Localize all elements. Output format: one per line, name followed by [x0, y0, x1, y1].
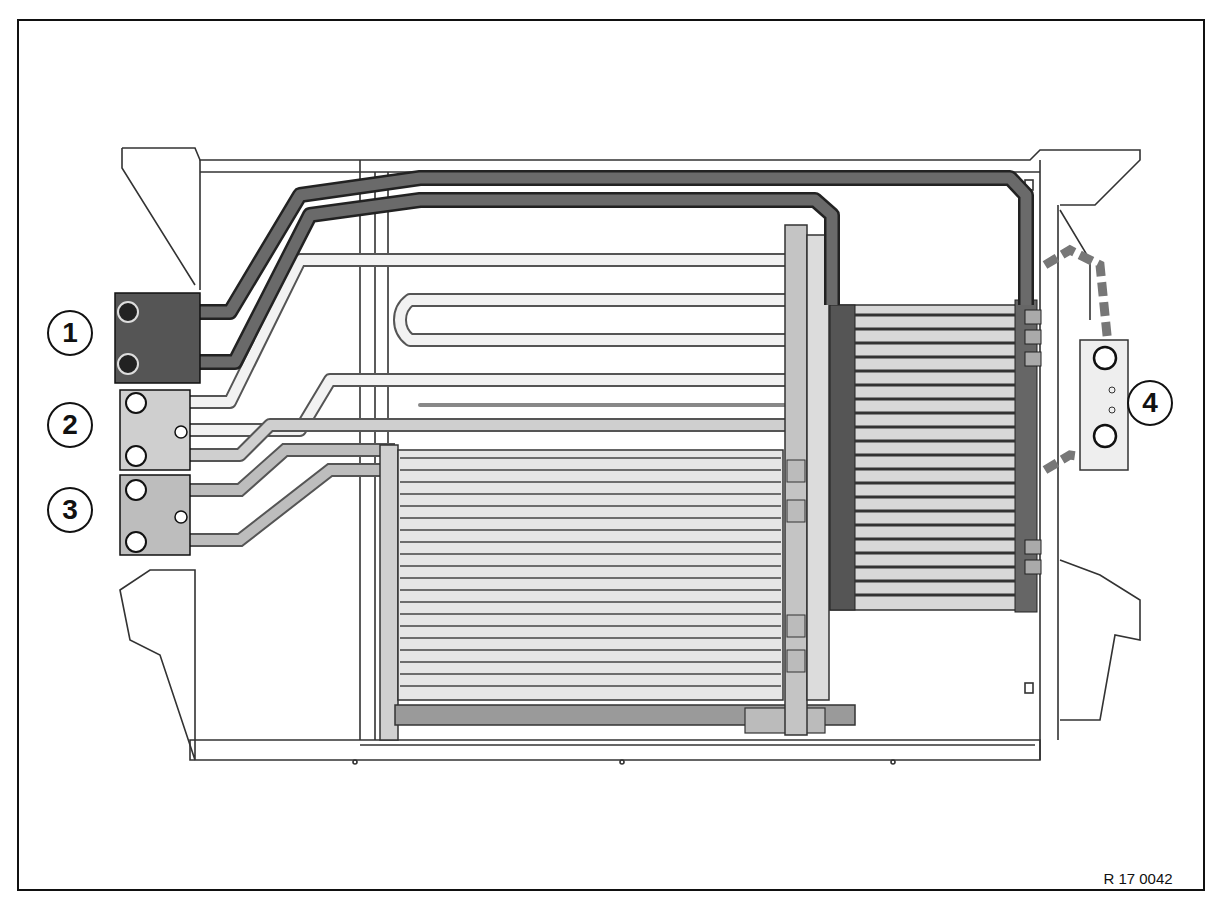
callout-number: 3 — [47, 487, 93, 533]
callout-number-text: 1 — [62, 317, 78, 349]
figure-code-text: R 17 0042 — [1103, 870, 1172, 887]
figure-code: R 17 0042 — [1099, 868, 1177, 889]
callout-number: 2 — [47, 402, 93, 448]
callout-number-text: 3 — [62, 494, 78, 526]
callout-number-text: 2 — [62, 409, 78, 441]
callout-number-text: 4 — [1142, 387, 1158, 419]
callout-number: 4 — [1127, 380, 1173, 426]
callout-number: 1 — [47, 310, 93, 356]
